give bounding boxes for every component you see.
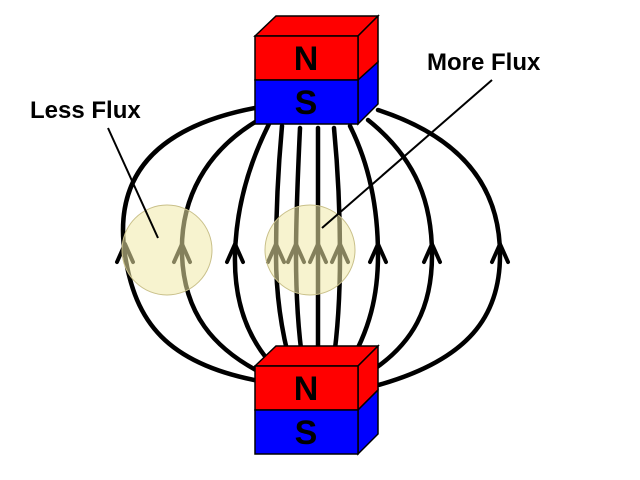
more-flux-region [264,204,356,296]
more-flux-pointer [321,79,493,229]
field-line [232,119,282,375]
field-line [372,107,503,389]
bottom-magnet-north-pole [254,365,359,411]
bottom-magnet-top-face [253,345,380,367]
less-flux-region [121,204,213,296]
top-magnet-north-pole [254,35,359,81]
top-magnet-north-label: N [294,40,319,78]
field-line [344,123,381,371]
bottom-magnet-north-label: N [294,370,319,408]
less-flux-pointer [107,127,159,239]
arrowhead-icon [422,242,442,264]
bottom-magnet-south-label: S [295,414,318,452]
top-magnet-top-face [253,15,380,37]
less-flux-label: Less Flux [30,97,141,124]
top-magnet-south-pole [254,79,359,125]
bottom-magnet: N S [253,344,380,456]
arrowhead-icon [490,242,510,264]
top-magnet: N S [253,14,380,126]
arrowhead-icon [225,242,245,264]
top-magnet-south-label: S [295,84,318,122]
field-line [362,117,435,378]
bottom-magnet-south-pole [254,409,359,455]
arrowhead-icon [368,242,388,264]
more-flux-label: More Flux [427,49,541,76]
